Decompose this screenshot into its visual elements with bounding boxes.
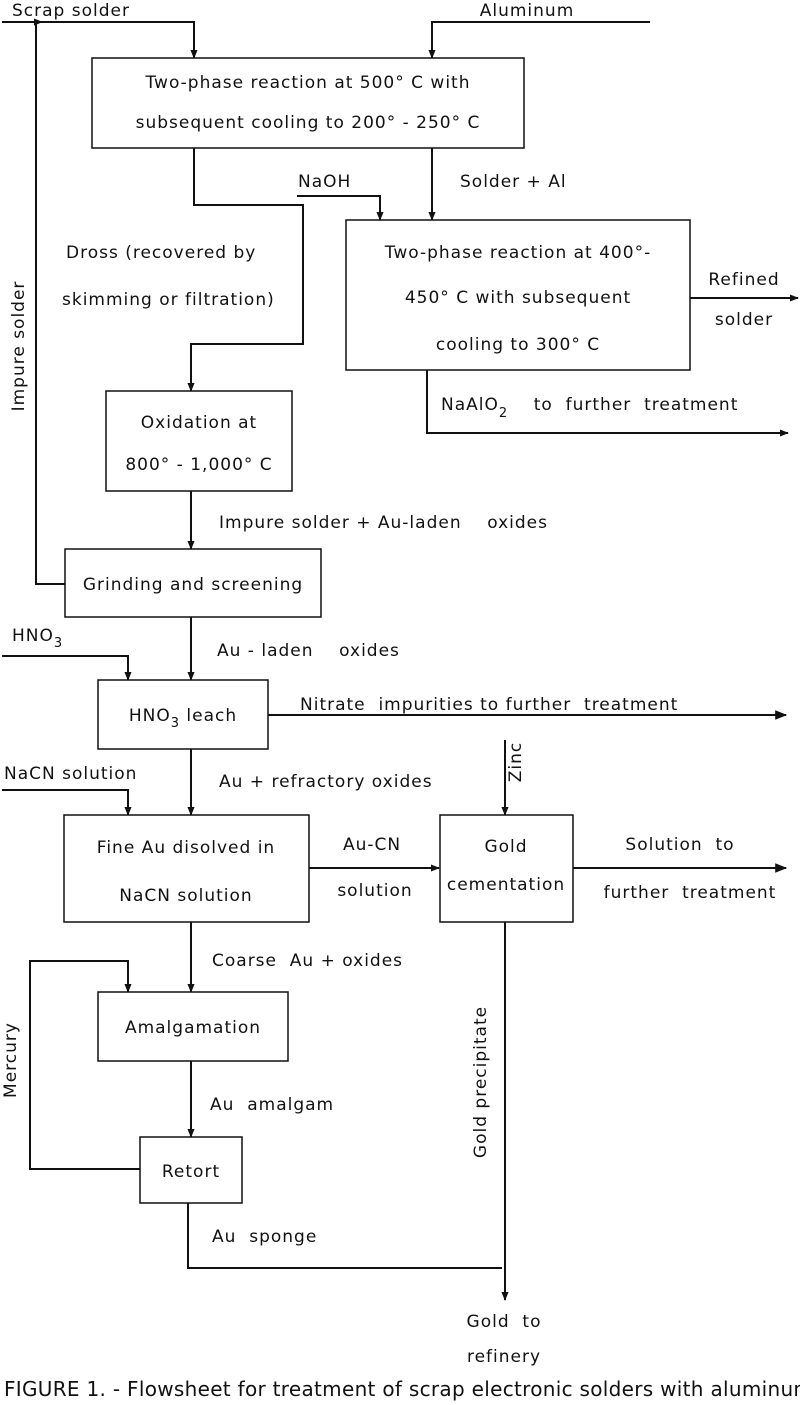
nacn-input-arrow: [2, 789, 132, 816]
label-dross-line-1: Dross (recovered by: [66, 243, 256, 263]
label-refined-solder-line-2: solder: [715, 310, 773, 330]
label-au-sponge: Au sponge: [212, 1227, 317, 1247]
box-oxidation: Oxidation at 800° - 1,000° C: [105, 390, 293, 492]
box-retort: Retort: [139, 1136, 243, 1204]
box-gold-cementation-line-1: Gold: [484, 837, 527, 857]
naalo2-arrow: [426, 370, 789, 437]
label-dross-line-2: skimming or filtration): [62, 290, 275, 310]
label-aluminum: Aluminum: [480, 1, 575, 21]
label-au-cn-line-2: solution: [337, 881, 412, 901]
box-two-phase-400-line-1: Two-phase reaction at 400°-: [384, 243, 651, 263]
box-oxidation-line-1: Oxidation at: [141, 413, 257, 433]
label-nitrate-impurities: Nitrate impurities to further treatment: [300, 695, 678, 715]
label-gold-to-refinery-line-1: Gold to: [467, 1312, 542, 1332]
box-fine-au-line-1: Fine Au disolved in: [97, 838, 275, 858]
label-coarse-au-oxides: Coarse Au + oxides: [212, 951, 403, 971]
aluminum-arrow: [428, 21, 650, 59]
naoh-arrow: [297, 195, 384, 221]
label-gold-precipitate: Gold precipitate: [471, 1006, 491, 1158]
hno3-input-arrow: [2, 655, 132, 681]
box-fine-au-line-2: NaCN solution: [119, 886, 252, 906]
label-scrap-solder: Scrap solder: [12, 1, 130, 21]
label-solution-line-1: Solution to: [625, 835, 734, 855]
box-two-phase-400-line-2: 450° C with subsequent: [405, 288, 631, 308]
label-nacn-solution: NaCN solution: [4, 764, 137, 784]
box-grinding-label: Grinding and screening: [83, 575, 303, 595]
label-impure-solder-recycle: Impure solder: [9, 281, 29, 412]
box-grinding-screening: Grinding and screening: [64, 548, 322, 618]
box-gold-cementation-line-2: cementation: [447, 875, 565, 895]
label-naoh: NaOH: [298, 172, 351, 192]
label-solution-line-2: further treatment: [604, 883, 777, 903]
box-two-phase-500-line-2: subsequent cooling to 200° - 250° C: [136, 113, 481, 133]
box-amalgamation-label: Amalgamation: [125, 1018, 261, 1038]
label-solder-al: Solder + Al: [460, 172, 567, 192]
box-retort-label: Retort: [162, 1162, 220, 1182]
box-two-phase-500-line-1: Two-phase reaction at 500° C with: [144, 73, 470, 93]
label-zinc: Zinc: [506, 742, 526, 783]
box-amalgamation: Amalgamation: [97, 991, 289, 1062]
box-fine-au-dissolved: Fine Au disolved in NaCN solution: [63, 814, 310, 923]
au-sponge-arrow: [187, 1203, 502, 1269]
box-oxidation-line-2: 800° - 1,000° C: [125, 455, 272, 475]
box-gold-cementation: Gold cementation: [439, 814, 574, 923]
label-gold-to-refinery-line-2: refinery: [467, 1347, 541, 1367]
label-au-laden-oxides: Au - laden oxides: [217, 641, 400, 661]
box-two-phase-reaction-400: Two-phase reaction at 400°- 450° C with …: [345, 219, 691, 371]
box-two-phase-400-line-3: cooling to 300° C: [436, 335, 600, 355]
label-au-cn-line-1: Au-CN: [343, 835, 401, 855]
box-hno3-leach-label: HNO3 leach: [129, 706, 237, 731]
label-impure-solder-au-oxides: Impure solder + Au-laden oxides: [219, 513, 548, 533]
label-au-amalgam: Au amalgam: [210, 1095, 334, 1115]
box-hno3-leach: HNO3 leach: [97, 679, 269, 750]
figure-caption: FIGURE 1. - Flowsheet for treatment of s…: [4, 1377, 800, 1401]
dross-arrow: [187, 148, 304, 392]
label-hno3-input: HNO3: [12, 626, 63, 651]
label-mercury: Mercury: [1, 1022, 21, 1098]
impure-solder-recycle-arrow: [33, 18, 65, 585]
mercury-recycle-arrow: [29, 960, 140, 1170]
scrap-solder-arrow: [2, 21, 198, 59]
label-naalo2: NaAlO2 to further treatment: [441, 395, 738, 421]
label-refined-solder-line-1: Refined: [708, 270, 779, 290]
box-two-phase-reaction-500: Two-phase reaction at 500° C with subseq…: [91, 57, 525, 149]
label-au-refractory-oxides: Au + refractory oxides: [219, 772, 433, 792]
